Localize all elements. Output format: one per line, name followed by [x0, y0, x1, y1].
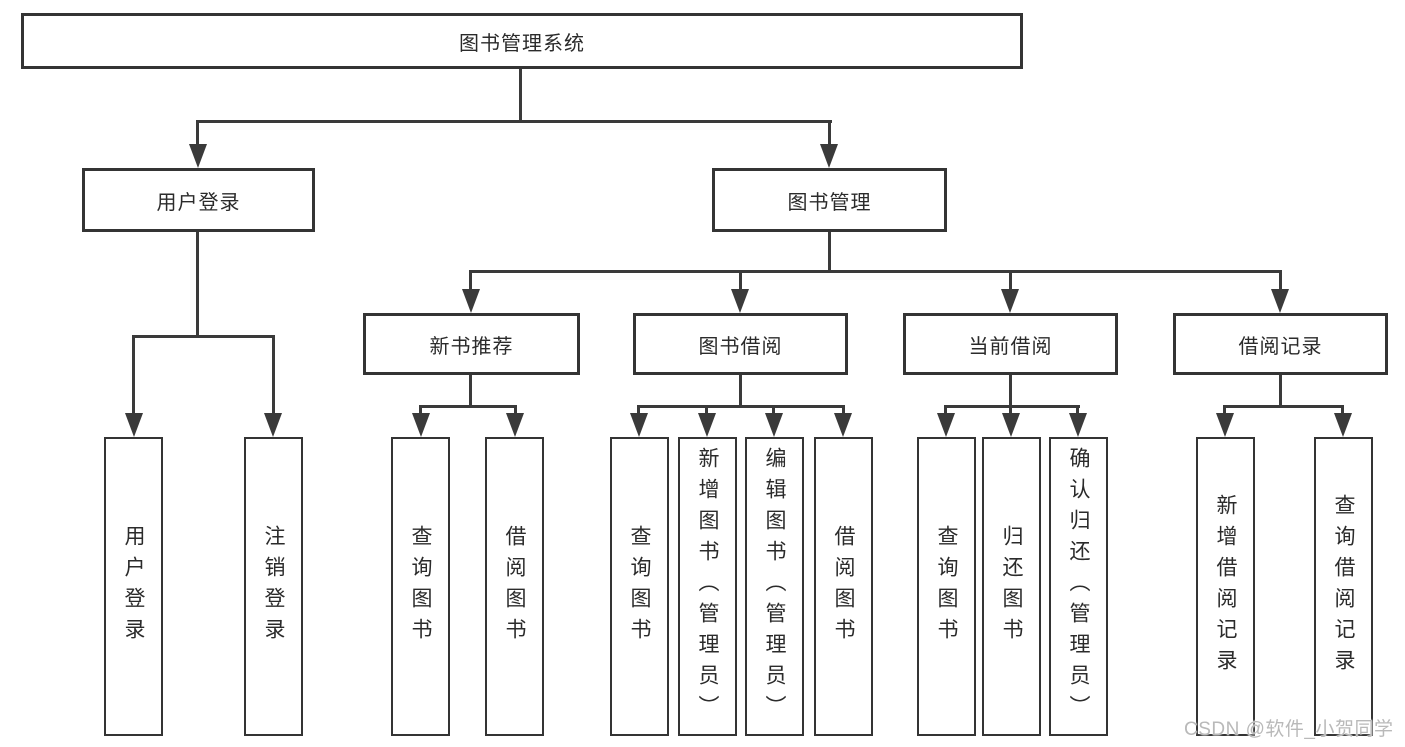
leaf-logout: 注销登录	[244, 437, 303, 736]
connector-line	[944, 405, 947, 417]
node-current-borrowing: 当前借阅	[903, 313, 1118, 375]
connector-arrowhead	[820, 144, 838, 168]
node-borrow-records-label: 借阅记录	[1238, 335, 1323, 358]
leaf-borrow-books-borrowing: 借阅图书	[814, 437, 873, 736]
node-root-label: 图书管理系统	[459, 32, 585, 55]
leaf-return-books: 归还图书	[982, 437, 1041, 736]
connector-arrowhead	[1069, 413, 1087, 437]
connector-arrowhead	[1216, 413, 1234, 437]
leaf-query-books-current: 查询图书	[917, 437, 976, 736]
connector-arrowhead	[937, 413, 955, 437]
connector-arrowhead	[264, 413, 282, 437]
connector-line	[1009, 405, 1012, 417]
node-book-borrowing-label: 图书借阅	[698, 335, 783, 358]
leaf-borrow-books-borrowing-label: 借阅图书	[832, 524, 855, 649]
connector-arrowhead	[1001, 289, 1019, 313]
leaf-edit-book-admin: 编辑图书（管理员）	[745, 437, 804, 736]
leaf-query-books-current-label: 查询图书	[935, 524, 958, 649]
connector-line	[1279, 375, 1282, 407]
connector-arrowhead	[506, 413, 524, 437]
leaf-edit-book-admin-label: 编辑图书（管理员）	[763, 447, 786, 726]
connector-line	[469, 270, 472, 292]
leaf-user-login-label: 用户登录	[122, 524, 145, 649]
connector-line	[1223, 405, 1226, 417]
leaf-logout-label: 注销登录	[262, 524, 285, 649]
connector-line	[419, 405, 422, 417]
connector-line	[1223, 405, 1344, 408]
leaf-borrow-books-recommend: 借阅图书	[485, 437, 544, 736]
leaf-add-borrow-record: 新增借阅记录	[1196, 437, 1255, 736]
connector-line	[739, 375, 742, 407]
connector-arrowhead	[765, 413, 783, 437]
leaf-confirm-return-admin: 确认归还（管理员）	[1049, 437, 1108, 736]
node-new-book-recommend-label: 新书推荐	[429, 335, 514, 358]
connector-line	[944, 405, 1080, 408]
connector-line	[828, 232, 831, 272]
connector-arrowhead	[1002, 413, 1020, 437]
leaf-add-book-admin: 新增图书（管理员）	[678, 437, 737, 736]
leaf-query-books-recommend: 查询图书	[391, 437, 450, 736]
connector-line	[196, 120, 199, 148]
connector-line	[1076, 405, 1079, 417]
connector-arrowhead	[731, 289, 749, 313]
leaf-confirm-return-admin-label: 确认归还（管理员）	[1067, 447, 1090, 726]
connector-line	[1279, 270, 1282, 292]
connector-line	[519, 68, 522, 121]
connector-line	[419, 405, 517, 408]
connector-line	[132, 335, 275, 338]
node-user-login: 用户登录	[82, 168, 315, 232]
connector-line	[1341, 405, 1344, 417]
node-book-management: 图书管理	[712, 168, 947, 232]
connector-line	[272, 335, 275, 417]
leaf-query-borrow-record-label: 查询借阅记录	[1332, 493, 1355, 680]
connector-arrowhead	[462, 289, 480, 313]
connector-line	[196, 232, 199, 337]
node-borrow-records: 借阅记录	[1173, 313, 1388, 375]
connector-line	[828, 120, 831, 148]
node-user-login-label: 用户登录	[156, 191, 241, 214]
connector-line	[469, 270, 1282, 273]
connector-arrowhead	[1271, 289, 1289, 313]
leaf-query-books-borrowing-label: 查询图书	[628, 524, 651, 649]
connector-arrowhead	[125, 413, 143, 437]
connector-line	[739, 270, 742, 292]
connector-line	[469, 375, 472, 407]
connector-line	[1009, 270, 1012, 292]
node-book-borrowing: 图书借阅	[633, 313, 848, 375]
connector-line	[637, 405, 640, 417]
node-root: 图书管理系统	[21, 13, 1023, 69]
node-book-management-label: 图书管理	[787, 191, 872, 214]
connector-arrowhead	[1334, 413, 1352, 437]
leaf-user-login: 用户登录	[104, 437, 163, 736]
leaf-query-borrow-record: 查询借阅记录	[1314, 437, 1373, 736]
leaf-borrow-books-recommend-label: 借阅图书	[503, 524, 526, 649]
connector-line	[1009, 375, 1012, 407]
connector-arrowhead	[412, 413, 430, 437]
leaf-return-books-label: 归还图书	[1000, 524, 1023, 649]
connector-line	[637, 405, 845, 408]
leaf-query-books-borrowing: 查询图书	[610, 437, 669, 736]
connector-arrowhead	[189, 144, 207, 168]
connector-line	[132, 335, 135, 417]
leaf-add-borrow-record-label: 新增借阅记录	[1214, 493, 1237, 680]
watermark: CSDN @软件_小贺同学	[1184, 719, 1394, 740]
connector-line	[196, 120, 832, 123]
connector-arrowhead	[630, 413, 648, 437]
leaf-add-book-admin-label: 新增图书（管理员）	[696, 447, 719, 726]
leaf-query-books-recommend-label: 查询图书	[409, 524, 432, 649]
connector-line	[514, 405, 517, 417]
connector-line	[705, 405, 708, 417]
connector-line	[772, 405, 775, 417]
connector-arrowhead	[834, 413, 852, 437]
connector-line	[842, 405, 845, 417]
connector-arrowhead	[698, 413, 716, 437]
node-new-book-recommend: 新书推荐	[363, 313, 580, 375]
node-current-borrowing-label: 当前借阅	[968, 335, 1053, 358]
